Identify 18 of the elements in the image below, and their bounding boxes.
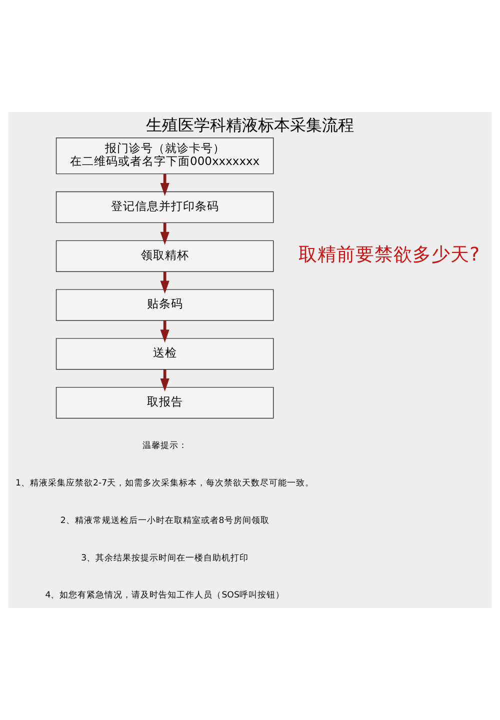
arrow: [160, 320, 170, 343]
label: 取精前要禁欲多少天?: [298, 244, 480, 266]
node-box: 领取精杯: [56, 240, 274, 272]
diagram-title: 生殖医学科精液标本采集流程: [146, 115, 354, 134]
arrow: [160, 272, 170, 294]
node-box: 取报告: [56, 386, 274, 419]
arrow: [160, 369, 170, 392]
arrow: [160, 222, 170, 245]
node-box: 报门诊号（就诊卡号） 在二维码或者名字下面000xxxxxxx: [56, 138, 274, 174]
node-box: 登记信息并打印条码: [56, 191, 274, 224]
label: 4、如您有紧急情况，请及时告知工作人员（SOS呼叫按钮）: [45, 590, 284, 601]
label: 2、精液常规送检后一小时在取精室或者8号房间领取: [60, 516, 270, 526]
label: 3、其余结果按提示时间在一楼自助机打印: [81, 553, 249, 564]
node-box: 贴条码: [56, 289, 274, 321]
label: 1、精液采集应禁欲2-7天，如需多次采集标本，每次禁欲天数尽可能一致。: [16, 478, 314, 489]
label: 温馨提示：: [142, 441, 188, 452]
node-box: 送检: [56, 338, 274, 370]
arrow: [160, 174, 170, 196]
